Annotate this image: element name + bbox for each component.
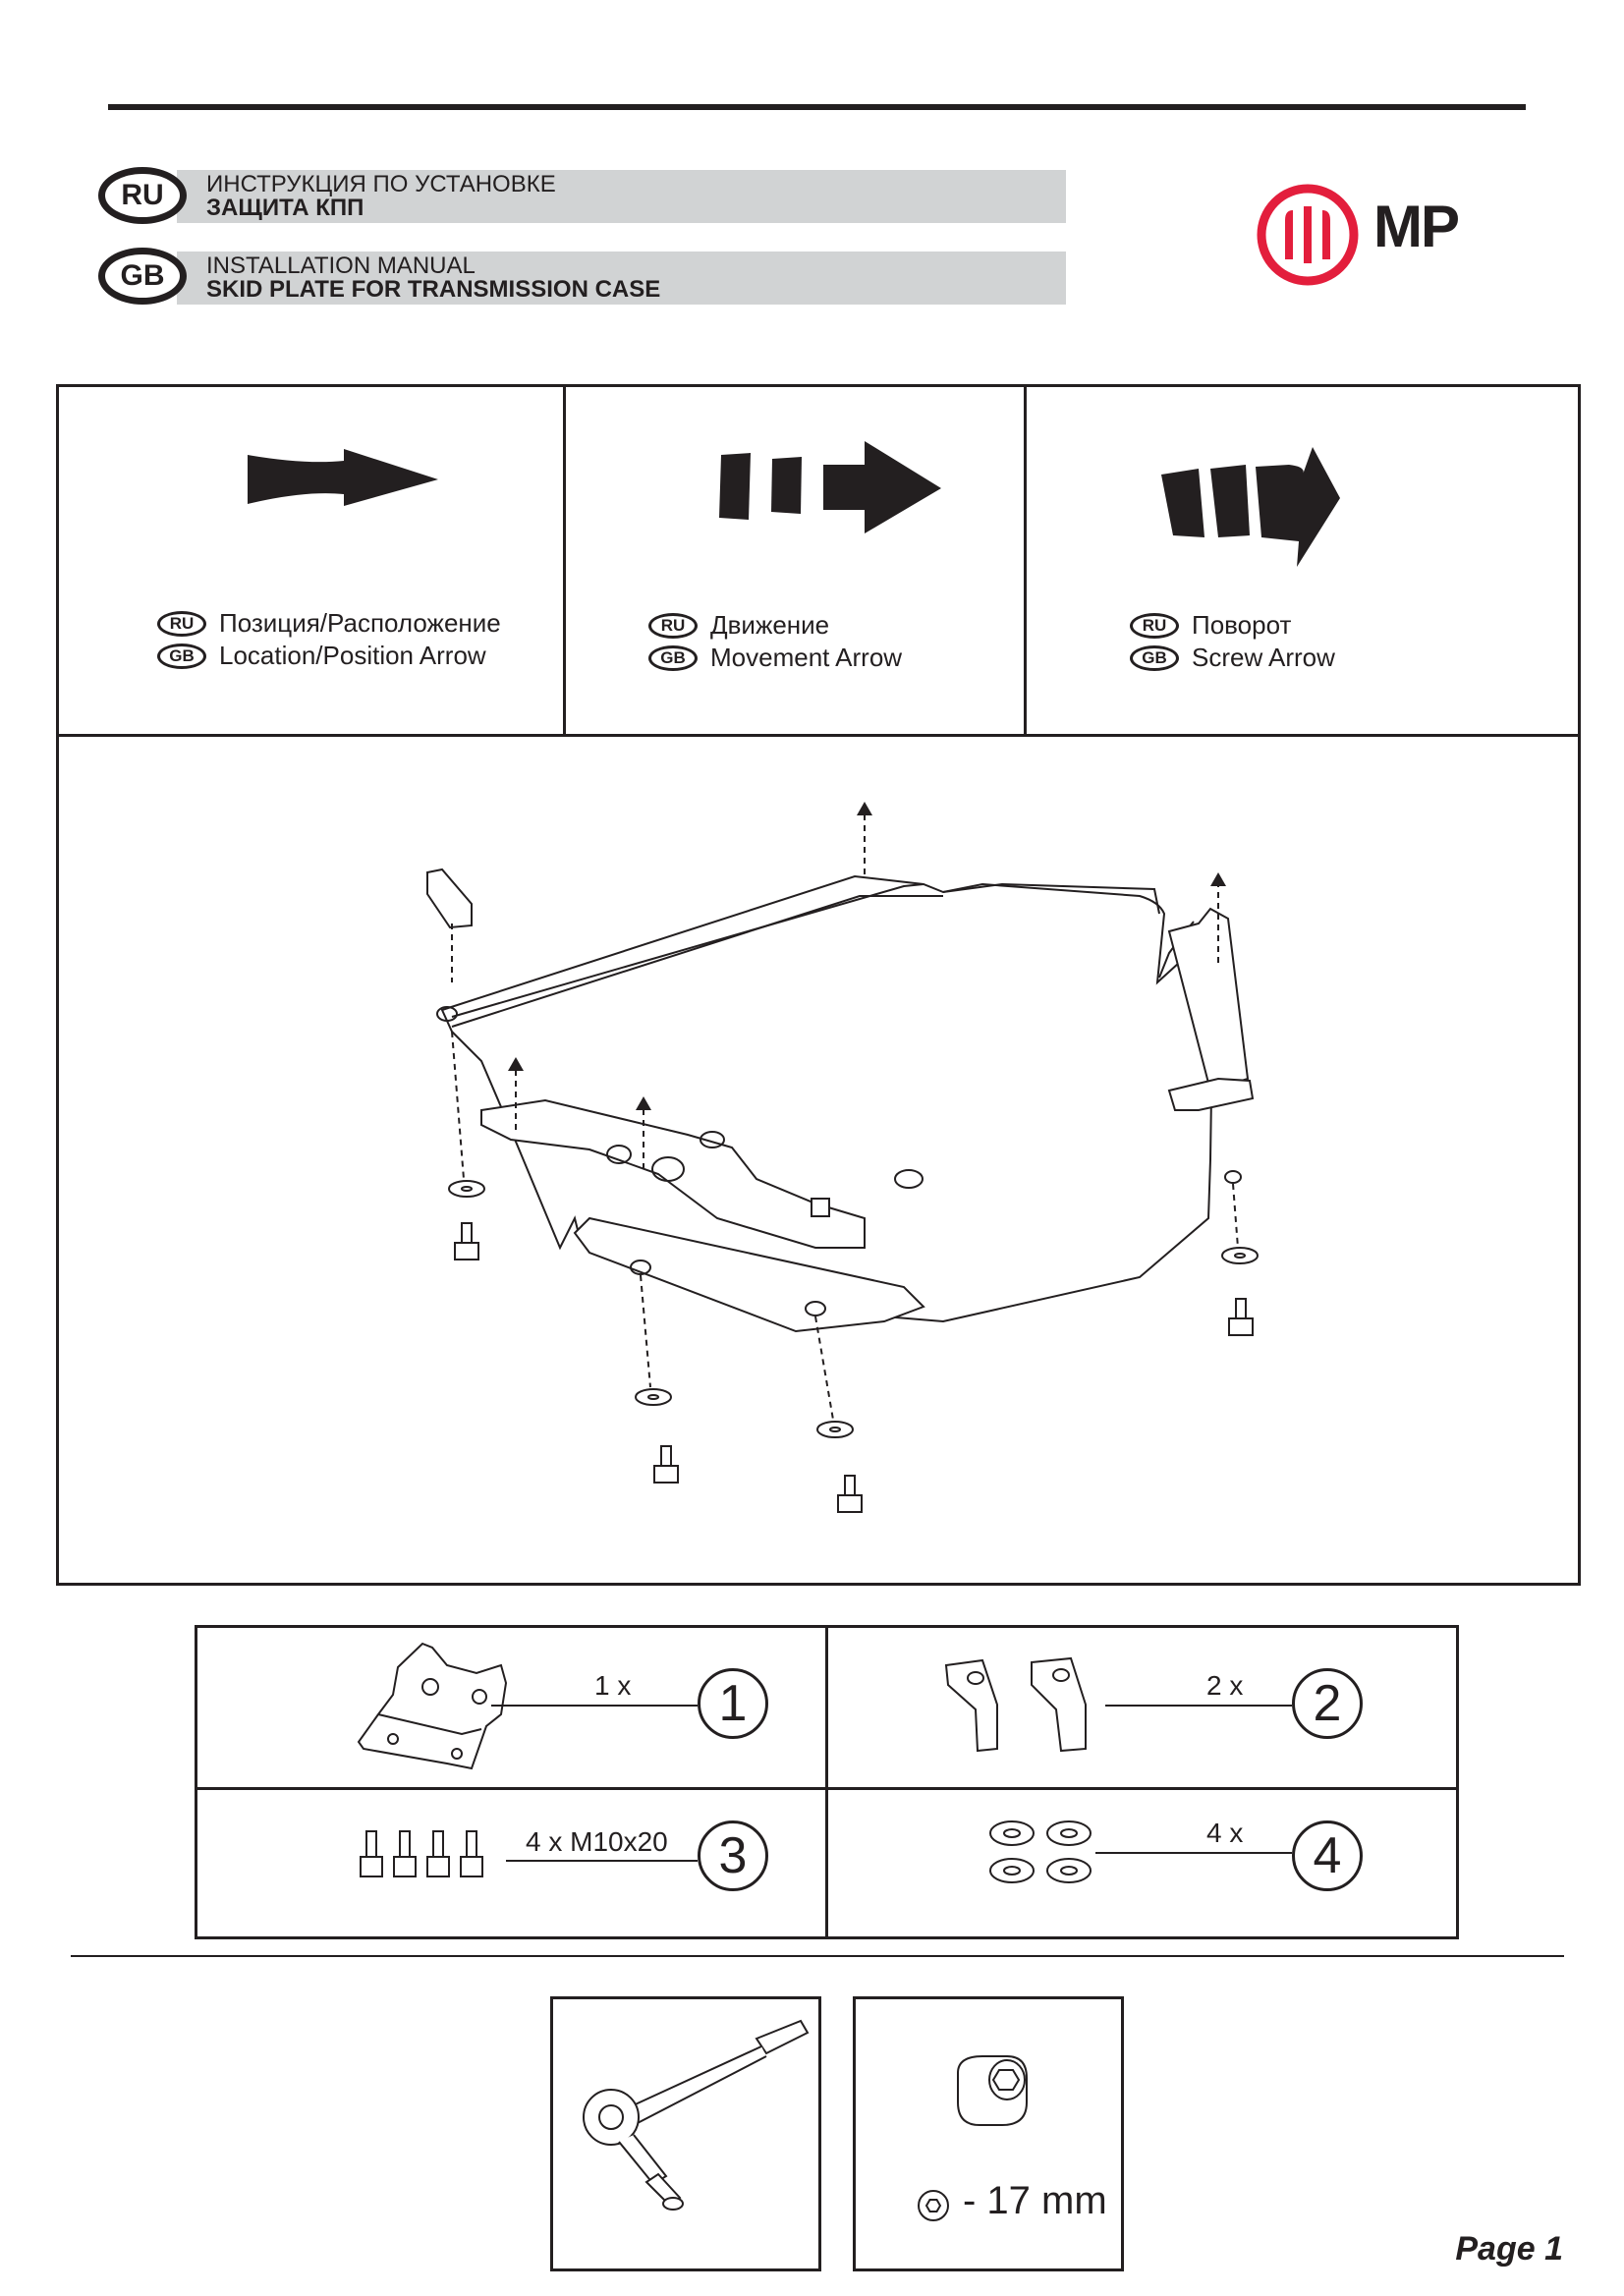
legend-screw: RU Поворот GB Screw Arrow — [1130, 609, 1335, 674]
installation-diagram — [426, 802, 1259, 1513]
part-3-number-label: 3 — [718, 1827, 748, 1884]
gb-mini-badge: GB — [157, 643, 206, 669]
hex-nut-icon — [918, 2190, 949, 2221]
legend-col-divider-1 — [563, 384, 566, 736]
ru-title-line2: ЗАЩИТА КПП — [206, 195, 364, 221]
part-1-number: 1 — [698, 1668, 768, 1739]
tool-socket-box — [853, 1996, 1124, 2271]
part-2-number-label: 2 — [1313, 1675, 1342, 1732]
gb-badge-label: GB — [120, 259, 165, 292]
lower-flange — [573, 1216, 925, 1333]
brand-logo-icon — [1257, 184, 1359, 286]
part-3-leader — [506, 1860, 698, 1862]
gb-title-line1: INSTALLATION MANUAL — [206, 252, 476, 279]
part-3-qty: 4 x M10x20 — [526, 1826, 668, 1857]
gb-mini-badge: GB — [1130, 644, 1179, 671]
legend-movement: RU Движение GB Movement Arrow — [648, 609, 902, 674]
legend-movement-gb: Movement Arrow — [710, 643, 903, 672]
washers — [448, 1180, 1259, 1438]
ru-mini-badge: RU — [648, 612, 698, 639]
part-4-number: 4 — [1292, 1820, 1363, 1891]
bracket-right — [1167, 907, 1250, 1092]
screw-arrow-icon — [1161, 447, 1340, 567]
page-number: Page 1 — [1455, 2230, 1563, 2268]
part-2-qty: 2 x — [1206, 1670, 1244, 1701]
part-4-number-label: 4 — [1313, 1827, 1342, 1884]
brand-name: MP — [1373, 194, 1460, 259]
center-bracket — [480, 1098, 866, 1249]
legend-movement-ru: Движение — [710, 610, 830, 640]
bracket-left — [426, 868, 473, 929]
movement-arrow-icon — [719, 441, 941, 533]
ru-badge-label: RU — [121, 179, 164, 211]
part-1-qty: 1 x — [594, 1670, 632, 1701]
parts-row-divider — [195, 1787, 1459, 1790]
legend-location-gb: Location/Position Arrow — [219, 641, 486, 670]
ru-language-badge: RU — [98, 167, 187, 224]
gb-mini-badge: GB — [648, 644, 698, 671]
tool-ratchet-box — [550, 1996, 821, 2271]
ratchet-wrench-icon — [583, 2019, 810, 2211]
diagram-frame — [56, 384, 1581, 1586]
legend-col-divider-2 — [1024, 384, 1027, 736]
ru-title-bar: ИНСТРУКЦИЯ ПО УСТАНОВКЕ ЗАЩИТА КПП — [177, 170, 1066, 223]
location-arrow-icon — [248, 449, 438, 506]
part-clips-icon — [944, 1656, 1087, 1753]
tools-separator — [71, 1955, 1564, 1957]
part-2-leader — [1105, 1705, 1292, 1707]
parts-col-divider — [825, 1625, 828, 1939]
part-washers-icon — [989, 1820, 1092, 1883]
ru-mini-badge: RU — [1130, 612, 1179, 639]
legend-screw-gb: Screw Arrow — [1192, 643, 1335, 672]
part-2-number: 2 — [1292, 1668, 1363, 1739]
legend-location: RU Позиция/Расположение GB Location/Positi… — [157, 607, 501, 672]
part-3-number: 3 — [698, 1820, 768, 1891]
gb-title-bar: INSTALLATION MANUAL SKID PLATE FOR TRANS… — [177, 252, 1066, 305]
part-1-number-label: 1 — [718, 1675, 748, 1732]
part-4-qty: 4 x — [1206, 1818, 1244, 1848]
skid-plate — [440, 874, 1215, 1328]
gb-language-badge: GB — [98, 248, 187, 305]
ru-title-line1: ИНСТРУКЦИЯ ПО УСТАНОВКЕ — [206, 171, 556, 197]
socket-icon — [957, 2055, 1028, 2126]
part-1-leader — [491, 1705, 698, 1707]
part-bolts-icon — [360, 1830, 483, 1877]
part-4-leader — [1095, 1852, 1292, 1854]
part-bracket-icon — [357, 1642, 508, 1770]
socket-size: - 17 mm — [963, 2179, 1107, 2222]
legend-screw-ru: Поворот — [1192, 610, 1292, 640]
ru-mini-badge: RU — [157, 610, 206, 637]
top-divider — [108, 104, 1526, 110]
gb-title-line2: SKID PLATE FOR TRANSMISSION CASE — [206, 276, 661, 303]
bolts — [454, 1222, 1254, 1513]
legend-location-ru: Позиция/Расположение — [219, 608, 501, 638]
legend-divider — [56, 734, 1581, 737]
